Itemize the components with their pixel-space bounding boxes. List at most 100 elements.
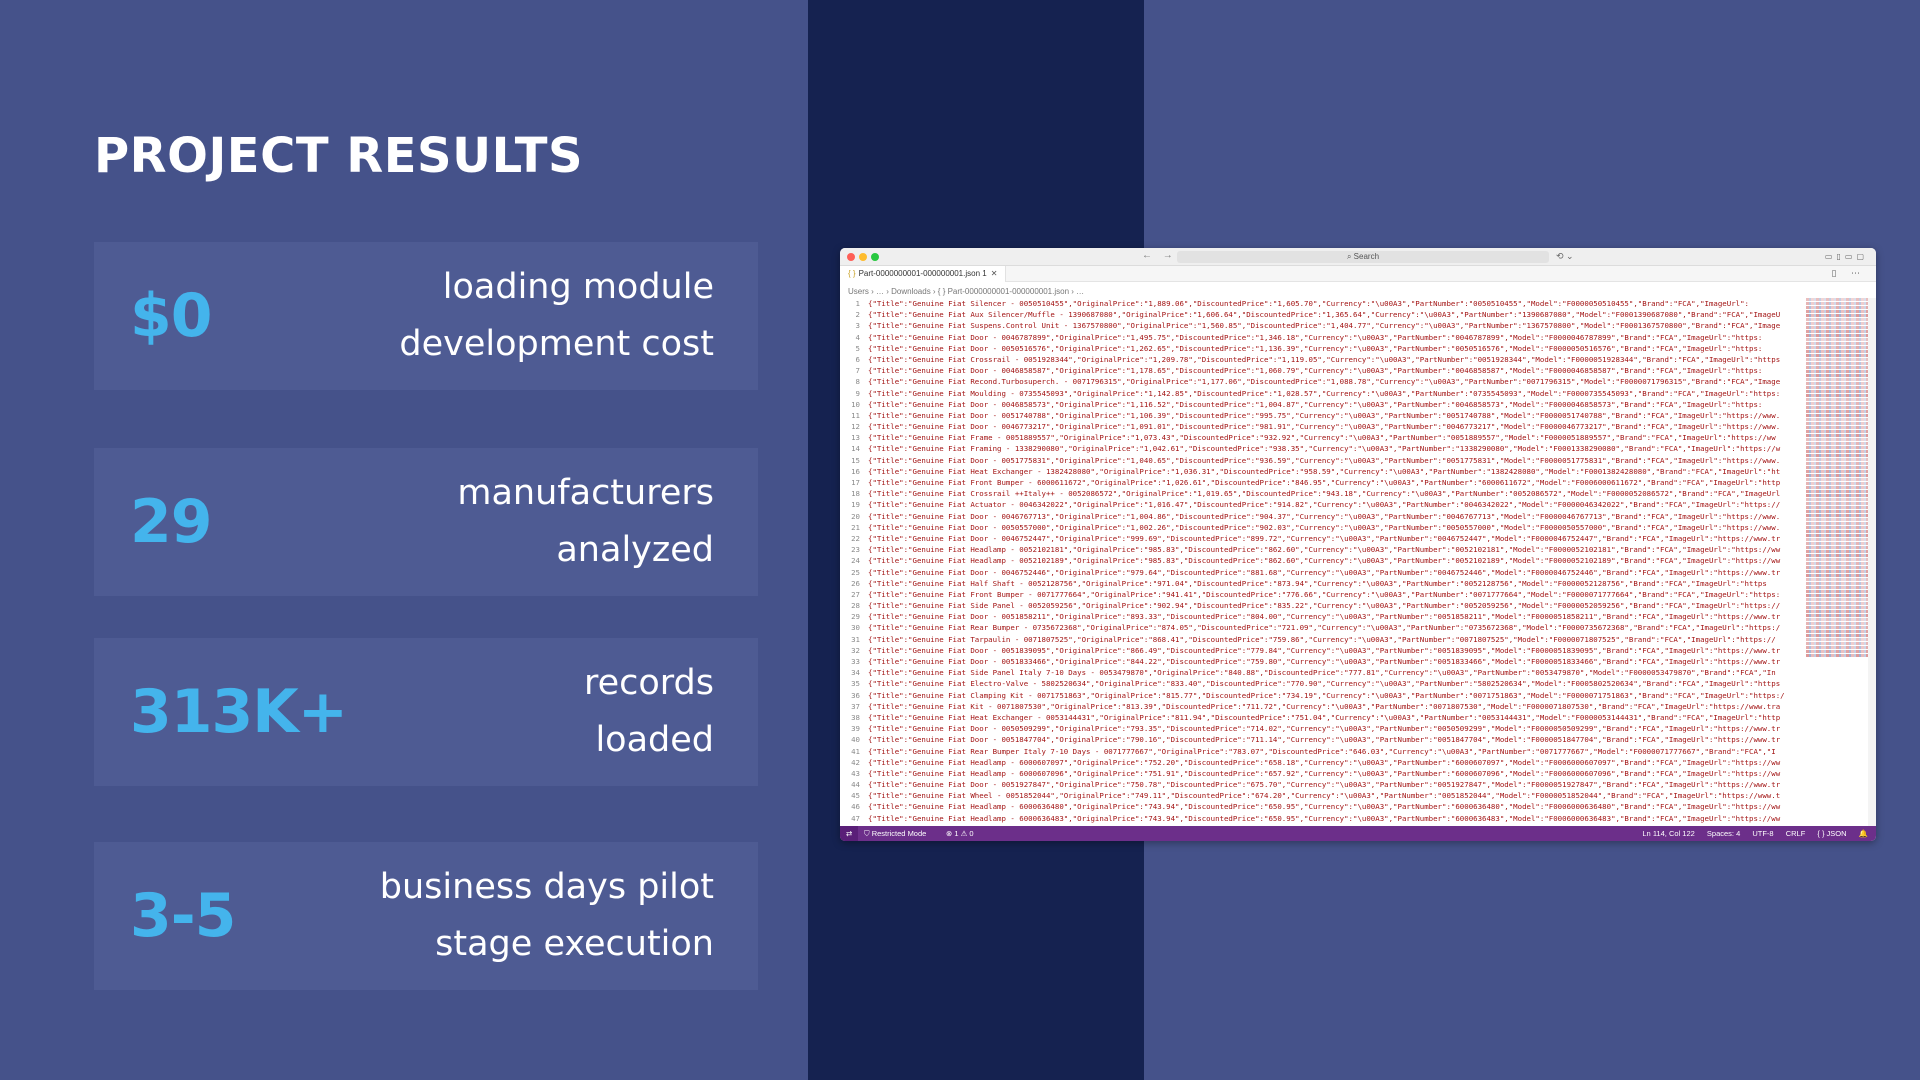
nav-arrows-icon[interactable]: ← → (1142, 250, 1177, 261)
code-line[interactable]: 17{"Title":"Genuine Fiat Front Bumper - … (840, 477, 1802, 488)
breadcrumb[interactable]: Users › … › Downloads › { } Part-0000000… (848, 287, 1085, 296)
code-line[interactable]: 25{"Title":"Genuine Fiat Door - 00467524… (840, 567, 1802, 578)
code-line[interactable]: 33{"Title":"Genuine Fiat Door - 00518334… (840, 656, 1802, 667)
code-area[interactable]: 1{"Title":"Genuine Fiat Silencer - 00505… (840, 298, 1802, 826)
minimap-row (1806, 410, 1872, 413)
code-line[interactable]: 42{"Title":"Genuine Fiat Headlamp - 6000… (840, 757, 1802, 768)
code-line[interactable]: 13{"Title":"Genuine Fiat Frame - 0051889… (840, 432, 1802, 443)
vertical-scrollbar[interactable] (1868, 298, 1876, 826)
code-line[interactable]: 18{"Title":"Genuine Fiat Crossrail ++Ita… (840, 488, 1802, 499)
code-line[interactable]: 43{"Title":"Genuine Fiat Headlamp - 6000… (840, 768, 1802, 779)
code-line[interactable]: 21{"Title":"Genuine Fiat Door - 00505570… (840, 522, 1802, 533)
minimap[interactable] (1806, 298, 1872, 660)
line-number: 23 (851, 545, 860, 555)
minimap-row (1806, 514, 1872, 517)
code-line[interactable]: 4{"Title":"Genuine Fiat Door - 004678789… (840, 332, 1802, 343)
code-line[interactable]: 39{"Title":"Genuine Fiat Door - 00505092… (840, 723, 1802, 734)
line-ending[interactable]: CRLF (1785, 829, 1806, 838)
code-line[interactable]: 5{"Title":"Genuine Fiat Door - 005051657… (840, 343, 1802, 354)
close-window-button[interactable] (847, 253, 855, 261)
layout-icons[interactable]: ▭▯▭▢ (1824, 252, 1868, 261)
notifications-icon[interactable]: 🔔 (1858, 829, 1868, 838)
line-number: 21 (851, 522, 860, 532)
restricted-mode-indicator[interactable]: ⛉ Restricted Mode (864, 826, 926, 841)
problems-indicator[interactable]: ⊗ 1 ⚠ 0 (946, 829, 974, 838)
minimap-row (1806, 602, 1872, 605)
minimap-row (1806, 326, 1872, 329)
code-line[interactable]: 8{"Title":"Genuine Fiat Recond.Turbosupe… (840, 376, 1802, 387)
close-tab-icon[interactable]: ✕ (990, 269, 998, 278)
line-text: {"Title":"Genuine Fiat Door - 0050516576… (868, 343, 1763, 353)
code-line[interactable]: 15{"Title":"Genuine Fiat Door - 00517758… (840, 455, 1802, 466)
code-line[interactable]: 11{"Title":"Genuine Fiat Door - 00517407… (840, 410, 1802, 421)
code-line[interactable]: 30{"Title":"Genuine Fiat Rear Bumper - 0… (840, 622, 1802, 633)
code-line[interactable]: 29{"Title":"Genuine Fiat Door - 00518582… (840, 611, 1802, 622)
minimap-row (1806, 386, 1872, 389)
code-line[interactable]: 40{"Title":"Genuine Fiat Door - 00518477… (840, 734, 1802, 745)
minimap-row (1806, 402, 1872, 405)
code-line[interactable]: 19{"Title":"Genuine Fiat Actuator - 0046… (840, 499, 1802, 510)
tab-json-file[interactable]: { }Part-0000000001-000000001.json 1✕ (840, 266, 1007, 282)
minimap-row (1806, 470, 1872, 473)
code-line[interactable]: 28{"Title":"Genuine Fiat Side Panel - 00… (840, 600, 1802, 611)
code-line[interactable]: 36{"Title":"Genuine Fiat Clamping Kit - … (840, 690, 1802, 701)
indentation[interactable]: Spaces: 4 (1706, 829, 1741, 838)
minimap-row (1806, 610, 1872, 613)
code-editor-window: ← → ⌕ Search ⟲ ⌄ ▭▯▭▢ { }Part-0000000001… (840, 248, 1876, 841)
code-line[interactable]: 10{"Title":"Genuine Fiat Door - 00468585… (840, 399, 1802, 410)
code-line[interactable]: 7{"Title":"Genuine Fiat Door - 004685858… (840, 365, 1802, 376)
code-line[interactable]: 44{"Title":"Genuine Fiat Door - 00519278… (840, 779, 1802, 790)
minimap-row (1806, 546, 1872, 549)
code-line[interactable]: 3{"Title":"Genuine Fiat Suspens.Control … (840, 320, 1802, 331)
remote-icon[interactable]: ⇄ (840, 826, 858, 841)
code-line[interactable]: 12{"Title":"Genuine Fiat Door - 00467732… (840, 421, 1802, 432)
minimap-row (1806, 562, 1872, 565)
code-line[interactable]: 16{"Title":"Genuine Fiat Heat Exchanger … (840, 466, 1802, 477)
code-line[interactable]: 26{"Title":"Genuine Fiat Half Shaft - 00… (840, 578, 1802, 589)
code-line[interactable]: 32{"Title":"Genuine Fiat Door - 00518390… (840, 645, 1802, 656)
minimap-row (1806, 634, 1872, 637)
cursor-position[interactable]: Ln 114, Col 122 (1642, 829, 1695, 838)
code-line[interactable]: 9{"Title":"Genuine Fiat Moulding - 07355… (840, 388, 1802, 399)
line-text: {"Title":"Genuine Fiat Door - 0051927847… (868, 780, 1781, 790)
code-line[interactable]: 34{"Title":"Genuine Fiat Side Panel Ital… (840, 667, 1802, 678)
code-line[interactable]: 20{"Title":"Genuine Fiat Door - 00467677… (840, 511, 1802, 522)
code-line[interactable]: 22{"Title":"Genuine Fiat Door - 00467524… (840, 533, 1802, 544)
code-line[interactable]: 1{"Title":"Genuine Fiat Silencer - 00505… (840, 298, 1802, 309)
stat-desc-line2: loaded (595, 720, 714, 760)
code-line[interactable]: 23{"Title":"Genuine Fiat Headlamp - 0052… (840, 544, 1802, 555)
minimap-row (1806, 586, 1872, 589)
code-line[interactable]: 31{"Title":"Genuine Fiat Tarpaulin - 007… (840, 634, 1802, 645)
encoding[interactable]: UTF-8 (1752, 829, 1774, 838)
language-mode[interactable]: { } JSON (1817, 829, 1847, 838)
code-line[interactable]: 46{"Title":"Genuine Fiat Headlamp - 6000… (840, 801, 1802, 812)
minimap-row (1806, 358, 1872, 361)
line-number: 24 (851, 556, 860, 566)
minimap-row (1806, 318, 1872, 321)
code-line[interactable]: 24{"Title":"Genuine Fiat Headlamp - 0052… (840, 555, 1802, 566)
code-line[interactable]: 35{"Title":"Genuine Fiat Electro-Valve -… (840, 678, 1802, 689)
code-line[interactable]: 14{"Title":"Genuine Fiat Framing - 13382… (840, 443, 1802, 454)
line-number: 41 (851, 746, 860, 756)
code-line[interactable]: 2{"Title":"Genuine Fiat Aux Silencer/Muf… (840, 309, 1802, 320)
code-line[interactable]: 45{"Title":"Genuine Fiat Wheel - 0051852… (840, 790, 1802, 801)
stat-desc-line2: analyzed (556, 530, 714, 570)
copilot-icon[interactable]: ⟲ ⌄ (1556, 251, 1574, 261)
stat-desc-line1: loading module (442, 267, 714, 307)
code-line[interactable]: 6{"Title":"Genuine Fiat Crossrail - 0051… (840, 354, 1802, 365)
minimize-window-button[interactable] (859, 253, 867, 261)
stat-card-cost: $0 loading module development cost (94, 242, 758, 390)
line-text: {"Title":"Genuine Fiat Silencer - 005051… (868, 299, 1750, 308)
code-line[interactable]: 37{"Title":"Genuine Fiat Kit - 007180753… (840, 701, 1802, 712)
code-line[interactable]: 41{"Title":"Genuine Fiat Rear Bumper Ita… (840, 746, 1802, 757)
minimap-row (1806, 478, 1872, 481)
code-line[interactable]: 27{"Title":"Genuine Fiat Front Bumper - … (840, 589, 1802, 600)
minimap-row (1806, 414, 1872, 417)
split-editor-icon[interactable]: ▯ ⋯ (1831, 268, 1866, 278)
line-number: 19 (851, 500, 860, 510)
maximize-window-button[interactable] (871, 253, 879, 261)
code-line[interactable]: 38{"Title":"Genuine Fiat Heat Exchanger … (840, 712, 1802, 723)
command-search-box[interactable]: ⌕ Search (1177, 251, 1549, 263)
code-line[interactable]: 47{"Title":"Genuine Fiat Headlamp - 6000… (840, 813, 1802, 824)
minimap-row (1806, 522, 1872, 525)
